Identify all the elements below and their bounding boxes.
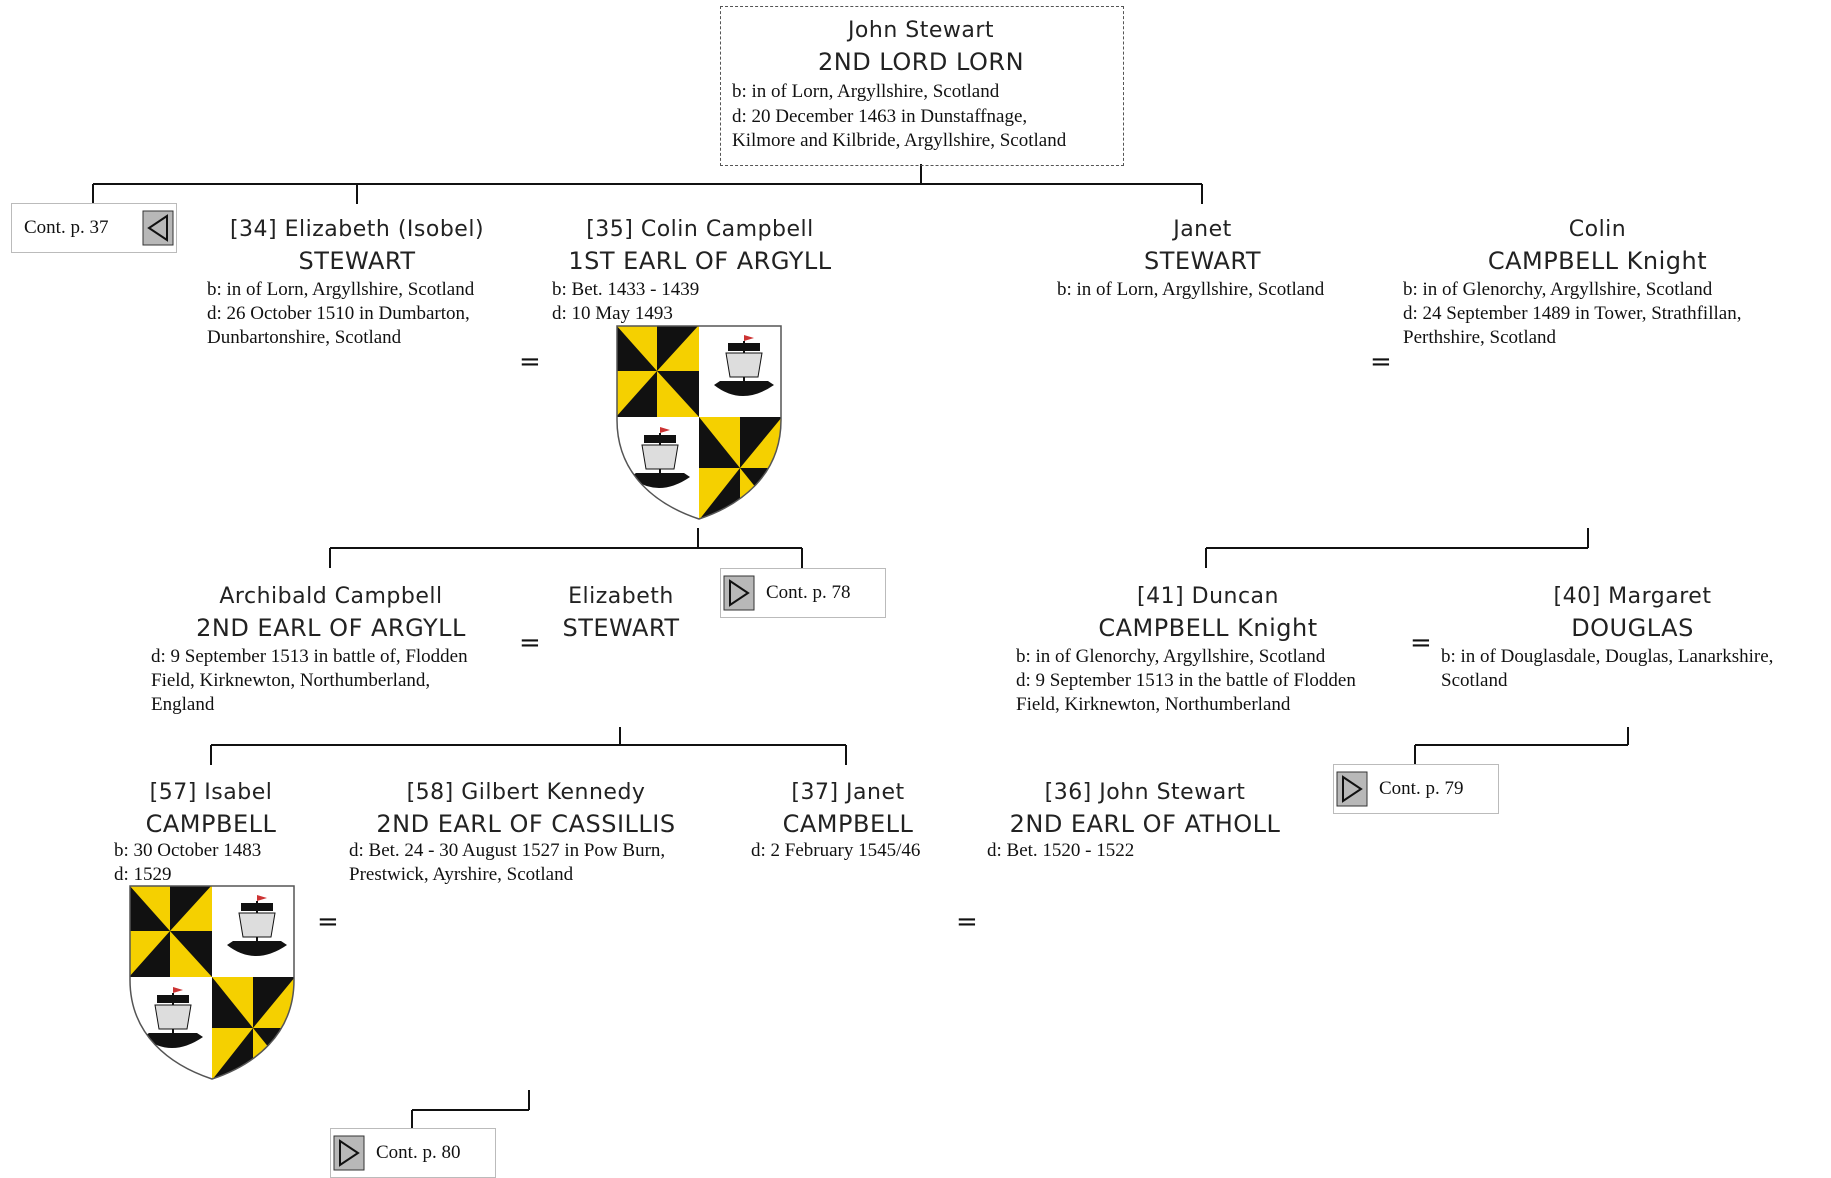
janet-campbell-surname: CAMPBELL (782, 810, 914, 838)
arrow-left-icon (142, 210, 174, 246)
arrow-right-icon (1336, 771, 1368, 807)
janet-campbell-name: [37] Janet (791, 780, 905, 805)
marriage-symbol: = (1370, 347, 1392, 377)
archibald-name: Archibald Campbell (219, 584, 443, 609)
root-birth: b: in of Lorn, Argyllshire, Scotland (732, 81, 1000, 102)
continuation-label: Cont. p. 80 (376, 1142, 461, 1163)
john-atholl-title: 2ND EARL OF ATHOLL (1009, 810, 1281, 838)
marriage-symbol: = (956, 907, 978, 937)
duncan-death-line1: d: 9 September 1513 in the battle of Flo… (1016, 670, 1356, 691)
colin-knight-birth: b: in of Glenorchy, Argyllshire, Scotlan… (1403, 279, 1713, 300)
marriage-symbol: = (519, 347, 541, 377)
colin-knight-death-line2: Perthshire, Scotland (1403, 327, 1557, 348)
elizabeth-isobel-death-line1: d: 26 October 1510 in Dumbarton, (207, 303, 470, 324)
margaret-birth-line2: Scotland (1441, 670, 1508, 691)
margaret-surname: DOUGLAS (1571, 614, 1694, 642)
elizabeth-isobel-surname: STEWART (298, 247, 416, 275)
duncan-name: [41] Duncan (1136, 584, 1279, 609)
archibald-death-line3: England (151, 694, 215, 715)
continuation-link-p78[interactable]: Cont. p. 78 (720, 568, 886, 618)
continuation-link-p79[interactable]: Cont. p. 79 (1333, 764, 1499, 814)
marriage-symbol: = (519, 628, 541, 658)
marriage-symbol: = (317, 907, 339, 937)
elizabeth-isobel-birth: b: in of Lorn, Argyllshire, Scotland (207, 279, 475, 300)
gilbert-death-line2: Prestwick, Ayrshire, Scotland (349, 864, 574, 885)
isabel-birth: b: 30 October 1483 (114, 840, 262, 861)
elizabeth-stewart-surname: STEWART (562, 614, 680, 642)
janet-campbell-death: d: 2 February 1545/46 (751, 840, 921, 861)
continuation-label: Cont. p. 79 (1379, 778, 1464, 799)
colin-knight-death-line1: d: 24 September 1489 in Tower, Strathfil… (1403, 303, 1742, 324)
campbell-arms-icon (616, 325, 782, 520)
gilbert-title: 2ND EARL OF CASSILLIS (376, 810, 676, 838)
janet-stewart-name: Janet (1173, 217, 1232, 242)
continuation-link-p37[interactable]: Cont. p. 37 (11, 203, 177, 253)
colin-campbell-name: [35] Colin Campbell (586, 217, 814, 242)
continuation-link-p80[interactable]: Cont. p. 80 (330, 1128, 496, 1178)
colin-knight-name: Colin (1568, 217, 1627, 242)
janet-stewart-surname: STEWART (1144, 247, 1261, 275)
colin-campbell-title: 1ST EARL OF ARGYLL (568, 247, 832, 275)
margaret-name: [40] Margaret (1553, 584, 1712, 609)
elizabeth-stewart-name: Elizabeth (568, 584, 674, 609)
arrow-right-icon (723, 575, 755, 611)
gilbert-name: [58] Gilbert Kennedy (406, 780, 646, 805)
john-atholl-death: d: Bet. 1520 - 1522 (987, 840, 1135, 861)
root-death-line1: d: 20 December 1463 in Dunstaffnage, (732, 106, 1028, 127)
archibald-title: 2ND EARL OF ARGYLL (196, 614, 466, 642)
colin-campbell-death: d: 10 May 1493 (552, 303, 673, 324)
elizabeth-isobel-name: [34] Elizabeth (Isobel) (229, 217, 485, 242)
arrow-right-icon (333, 1135, 365, 1171)
root-title: 2ND LORD LORN (817, 48, 1025, 76)
root-person-box[interactable] (720, 6, 1124, 166)
duncan-birth: b: in of Glenorchy, Argyllshire, Scotlan… (1016, 646, 1326, 667)
isabel-surname: CAMPBELL (145, 810, 277, 838)
campbell-arms-icon (129, 885, 295, 1080)
marriage-symbol: = (1410, 628, 1432, 658)
janet-stewart-birth: b: in of Lorn, Argyllshire, Scotland (1057, 279, 1325, 300)
root-name: John Stewart (847, 18, 995, 43)
continuation-label: Cont. p. 78 (766, 582, 851, 603)
duncan-death-line2: Field, Kirknewton, Northumberland (1016, 694, 1291, 715)
archibald-death-line2: Field, Kirknewton, Northumberland, (151, 670, 431, 691)
gilbert-death-line1: d: Bet. 24 - 30 August 1527 in Pow Burn, (349, 840, 666, 861)
john-atholl-name: [36] John Stewart (1044, 780, 1246, 805)
duncan-surname: CAMPBELL Knight (1098, 614, 1318, 642)
isabel-death: d: 1529 (114, 864, 172, 885)
isabel-name: [57] Isabel (149, 780, 273, 805)
continuation-label: Cont. p. 37 (24, 217, 109, 238)
colin-campbell-birth: b: Bet. 1433 - 1439 (552, 279, 700, 300)
root-death-line2: Kilmore and Kilbride, Argyllshire, Scotl… (732, 130, 1067, 151)
colin-knight-surname: CAMPBELL Knight (1487, 247, 1708, 275)
archibald-death-line1: d: 9 September 1513 in battle of, Flodde… (151, 646, 468, 667)
margaret-birth-line1: b: in of Douglasdale, Douglas, Lanarkshi… (1441, 646, 1774, 667)
elizabeth-isobel-death-line2: Dunbartonshire, Scotland (207, 327, 402, 348)
